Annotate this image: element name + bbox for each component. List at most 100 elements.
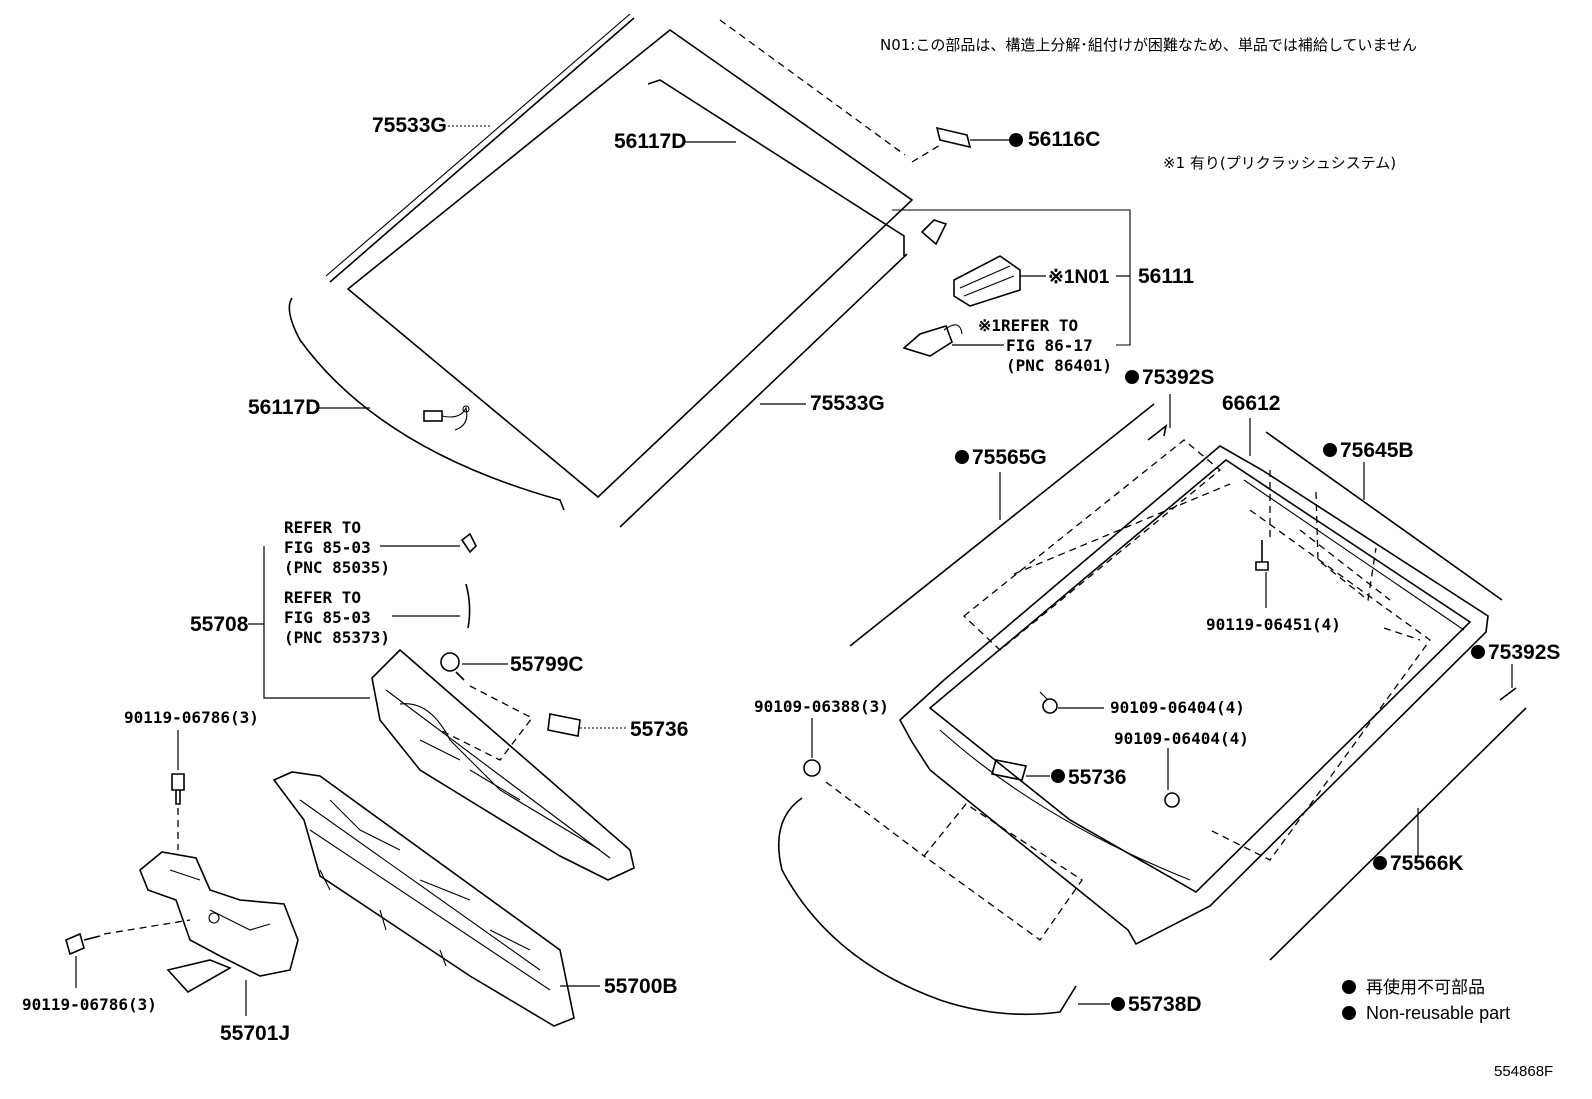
svg-text:75566K: 75566K — [1390, 852, 1464, 875]
svg-text:55736: 55736 — [630, 718, 688, 741]
molding-75533g-right — [619, 253, 908, 528]
label-55700b: 55700B — [560, 975, 678, 998]
svg-text:55799C: 55799C — [510, 653, 584, 676]
svg-text:56117D: 56117D — [248, 396, 320, 419]
svg-text:90109-06388(3): 90109-06388(3) — [754, 697, 889, 716]
windshield-glass — [346, 19, 914, 499]
svg-text:75565G: 75565G — [972, 446, 1047, 469]
svg-text:55700B: 55700B — [604, 975, 678, 998]
label-55708: 55708 — [190, 613, 249, 636]
precrash-note: ※1 有り(プリクラッシュシステム) — [1163, 154, 1396, 172]
legend-bullet-en — [1342, 1006, 1356, 1020]
svg-text:(PNC 85373): (PNC 85373) — [284, 628, 390, 647]
bolt-90119-06451 — [1255, 540, 1269, 608]
bolt-90119-06786-bottom — [65, 919, 191, 988]
label-90119-06786-top: 90119-06786(3) — [124, 708, 259, 727]
label-56116c: 56116C — [1028, 128, 1100, 151]
glass-sensor-connector — [423, 405, 470, 431]
label-56111: ※1N01 56111 — [1048, 265, 1194, 288]
cowl-panel-55700b — [272, 771, 575, 1027]
label-90119-06451: 90119-06451(4) — [1206, 615, 1341, 634]
refer-bracket-55708 — [248, 545, 460, 699]
svg-text:90109-06404(4): 90109-06404(4) — [1110, 698, 1245, 717]
label-66612: 66612 — [1222, 392, 1280, 456]
label-90109-06404-a: 90109-06404(4) — [1110, 698, 1245, 717]
label-55799c: 55799C — [510, 653, 584, 676]
svg-text:90119-06786(3): 90119-06786(3) — [22, 995, 157, 1014]
svg-text:FIG 85-03: FIG 85-03 — [284, 608, 371, 627]
label-75533g-right: 75533G — [760, 392, 885, 415]
bolt-90109-06404-a — [1039, 691, 1104, 714]
clip-pnc-85035 — [460, 532, 477, 554]
label-75645b: 75645B — [1323, 439, 1414, 500]
svg-text:75392S: 75392S — [1142, 366, 1214, 389]
patch-55736-right — [990, 759, 1065, 783]
svg-text:55736: 55736 — [1068, 766, 1126, 789]
molding-75533g-top — [329, 17, 635, 283]
bolt-90109-06404-b — [1164, 748, 1180, 808]
n01-note: N01:この部品は、構造上分解･組付けが困難なため、単品では補給していません — [880, 36, 1417, 54]
label-56117d-left: 56117D — [248, 396, 370, 419]
svg-text:Non-reusable part: Non-reusable part — [1366, 1003, 1510, 1023]
svg-text:REFER TO: REFER TO — [284, 588, 361, 607]
dam-56117d-left — [288, 297, 565, 511]
svg-text:75392S: 75392S — [1488, 641, 1560, 664]
svg-text:56117D: 56117D — [614, 130, 686, 153]
svg-text:FIG 85-03: FIG 85-03 — [284, 538, 371, 557]
bracket-55701j — [139, 851, 299, 1016]
cowl-louver-55708 — [371, 648, 635, 881]
svg-text:再使用不可部品: 再使用不可部品 — [1366, 977, 1485, 998]
hose-pnc-85373 — [465, 583, 471, 629]
label-75392s-right: 75392S — [1471, 641, 1560, 688]
label-55701j: 55701J — [220, 1022, 290, 1045]
svg-text:56116C: 56116C — [1028, 128, 1100, 151]
strip-56117d-upper — [647, 79, 905, 256]
seal-55738d — [777, 797, 1077, 1016]
label-55736-right: 55736 — [1068, 766, 1126, 789]
svg-text:75533G: 75533G — [372, 114, 447, 137]
strip-75565g — [849, 403, 1155, 647]
svg-text:66612: 66612 — [1222, 392, 1280, 415]
clip-75392s-top — [1147, 424, 1168, 441]
svg-text:(PNC 85035): (PNC 85035) — [284, 558, 390, 577]
label-55738d: 55738D — [1078, 993, 1202, 1016]
svg-text:(PNC 86401): (PNC 86401) — [1006, 356, 1112, 375]
label-90119-06786-bottom: 90119-06786(3) — [22, 995, 157, 1014]
svg-text:90119-06451(4): 90119-06451(4) — [1206, 615, 1341, 634]
label-refer-fig-85-03-b: REFER TO FIG 85-03 (PNC 85373) — [284, 588, 390, 647]
patch-55736-left — [547, 713, 626, 737]
legend-bullet-jp — [1342, 980, 1356, 994]
patch-56116c — [935, 126, 1023, 149]
strip-75566k — [1269, 707, 1527, 961]
label-75533g-top: 75533G — [372, 114, 492, 137]
figure-id: 554868F — [1494, 1063, 1553, 1080]
label-55736-left: 55736 — [630, 718, 688, 741]
label-refer-fig-86-17: ※1REFER TO FIG 86-17 (PNC 86401) — [952, 316, 1112, 375]
svg-text:90119-06786(3): 90119-06786(3) — [124, 708, 259, 727]
sensor-bracket-group — [892, 209, 1131, 357]
svg-text:56111: 56111 — [1138, 265, 1194, 288]
svg-text:90109-06404(4): 90109-06404(4) — [1114, 729, 1249, 748]
label-refer-fig-85-03-a: REFER TO FIG 85-03 (PNC 85035) — [284, 518, 390, 577]
bolt-90109-06388 — [803, 718, 821, 777]
label-75566k: 75566K — [1373, 808, 1464, 875]
svg-text:55701J: 55701J — [220, 1022, 290, 1045]
svg-text:55738D: 55738D — [1128, 993, 1202, 1016]
svg-text:※1REFER TO: ※1REFER TO — [978, 316, 1078, 335]
label-75565g: 75565G — [955, 446, 1047, 520]
fastener-55799c — [440, 652, 508, 681]
bolt-90119-06786-top — [171, 730, 185, 805]
legend-non-reusable: 再使用不可部品 Non-reusable part — [1342, 977, 1510, 1023]
label-90109-06388: 90109-06388(3) — [754, 697, 889, 716]
svg-text:55708: 55708 — [190, 613, 249, 636]
svg-text:FIG 86-17: FIG 86-17 — [1006, 336, 1093, 355]
strip-75645b — [1265, 431, 1503, 601]
dash-panel-66612 — [898, 445, 1489, 946]
svg-text:75645B: 75645B — [1340, 439, 1414, 462]
label-90109-06404-b: 90109-06404(4) — [1114, 729, 1249, 748]
svg-text:REFER TO: REFER TO — [284, 518, 361, 537]
svg-text:75533G: 75533G — [810, 392, 885, 415]
label-56117d-top: 56117D — [614, 130, 736, 153]
clip-75392s-right — [1499, 687, 1517, 701]
